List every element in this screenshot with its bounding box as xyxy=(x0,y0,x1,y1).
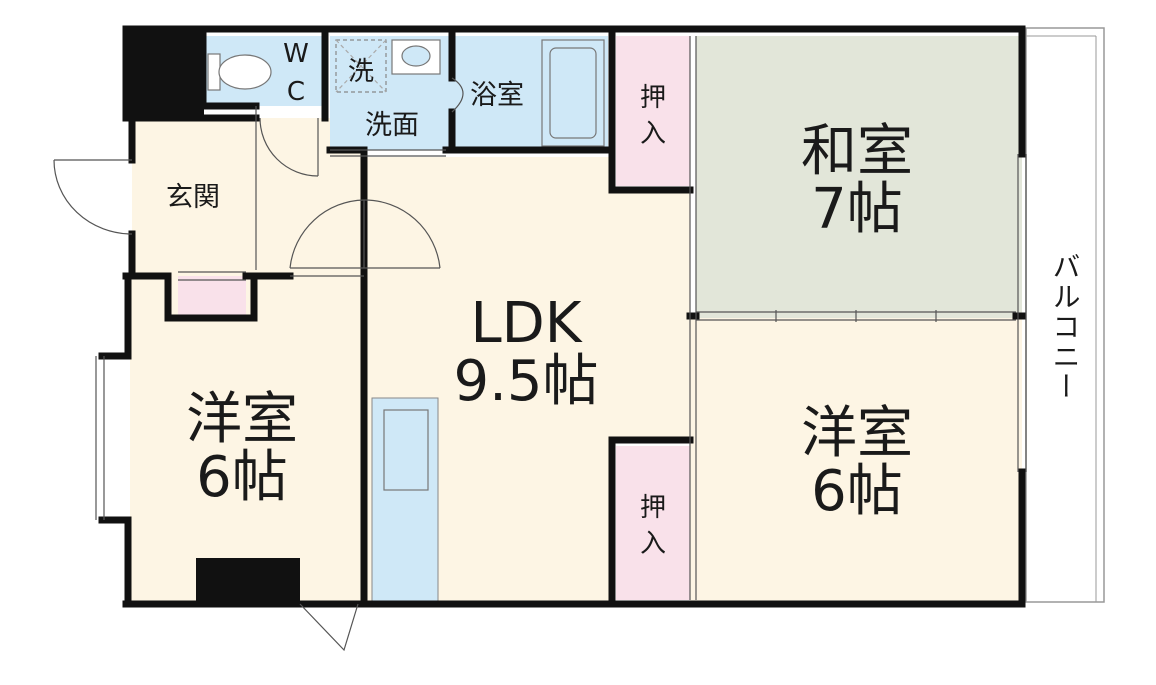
pipe-shaft xyxy=(124,27,204,117)
bath-label: 浴室 xyxy=(470,80,524,111)
fixtures xyxy=(207,39,605,491)
closet-bottom-label-2: 入 xyxy=(640,529,666,559)
sink-fixture xyxy=(391,39,441,75)
western-left-name: 洋室 xyxy=(186,387,298,452)
western-left-floor xyxy=(130,276,364,602)
western-right-name: 洋室 xyxy=(801,401,913,466)
closet-bottom-label-1: 押 xyxy=(640,493,666,523)
closet-top-label-1: 押 xyxy=(640,83,666,113)
thin-lines xyxy=(53,36,1027,652)
balcony-floor xyxy=(1025,27,1105,603)
closet-small-floor xyxy=(178,276,246,316)
room-fills xyxy=(130,27,1105,603)
washroom-label: 洗面 xyxy=(365,110,419,141)
ldk-name: LDK xyxy=(470,291,582,356)
ldk-size: 9.5帖 xyxy=(453,349,598,414)
entrance-floor xyxy=(132,118,364,276)
washitsu-floor xyxy=(696,36,1022,318)
balcony-label: バルコニー xyxy=(1049,252,1082,402)
western-right-size: 6帖 xyxy=(811,459,903,524)
closet-top-floor xyxy=(616,36,690,186)
closet-bottom-floor xyxy=(616,446,690,600)
kitchen-sink xyxy=(383,409,429,491)
column-block xyxy=(196,558,300,604)
entrance-label: 玄関 xyxy=(166,182,220,213)
washitsu-name: 和室 xyxy=(801,119,913,184)
wc-label-c: C xyxy=(287,77,305,107)
washitsu-size: 7帖 xyxy=(811,177,903,242)
toilet-fixture xyxy=(207,53,272,91)
western-left-size: 6帖 xyxy=(196,445,288,510)
closet-top-label-2: 入 xyxy=(640,119,666,149)
washer-box xyxy=(335,39,387,93)
bathtub-fixture xyxy=(541,39,605,147)
labels: W C 洗 洗面 浴室 玄関 押 入 押 入 和室 7帖 LDK 9.5帖 洋室… xyxy=(166,39,1082,559)
washer-label: 洗 xyxy=(348,57,374,87)
wc-label-w: W xyxy=(283,39,309,69)
western-right-floor xyxy=(690,318,1022,602)
